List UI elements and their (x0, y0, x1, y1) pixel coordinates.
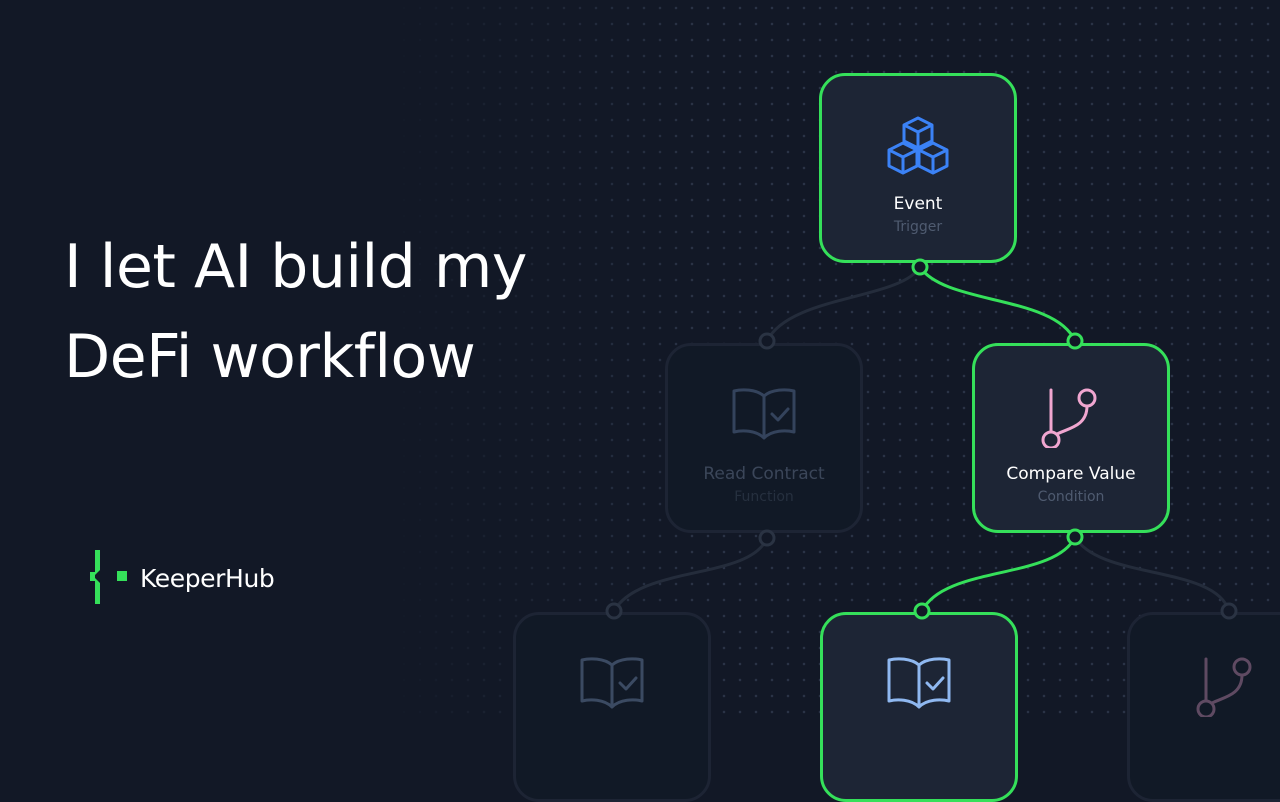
connection-handles (605, 258, 1238, 620)
wire-event-compare (918, 265, 1077, 343)
branch-icon (1130, 653, 1280, 727)
brand-name: KeeperHub (140, 563, 275, 593)
book-check-icon (516, 653, 708, 727)
node-subtitle: Function (734, 489, 794, 505)
handle-bottom-center-in[interactable] (913, 602, 931, 620)
handle-read-contract-in[interactable] (758, 332, 776, 350)
handle-compare-in[interactable] (1066, 332, 1084, 350)
node-title: Compare Value (1006, 464, 1136, 484)
wire-compare-bottom-center (920, 535, 1077, 613)
handle-event-out[interactable] (911, 258, 929, 276)
cubes-icon (822, 114, 1014, 188)
book-check-icon (823, 653, 1015, 727)
workflow-connections (612, 265, 1231, 613)
headline-line-2: DeFi workflow (64, 322, 476, 392)
node-subtitle: Trigger (893, 219, 943, 235)
node-title: Event (893, 194, 943, 214)
node-subtitle: Condition (1037, 489, 1105, 505)
handle-compare-out[interactable] (1066, 528, 1084, 546)
wire-event-read-contract (765, 265, 922, 343)
node-title: Read Contract (703, 464, 825, 484)
brand: KeeperHub (90, 548, 275, 608)
headline: I let AI build my DeFi workflow (64, 222, 527, 402)
handle-bottom-right-in[interactable] (1220, 602, 1238, 620)
keeperhub-logo-icon (90, 548, 128, 608)
branch-icon (975, 384, 1167, 458)
wire-compare-bottom-right (1073, 535, 1231, 613)
wire-read-contract-bottom-left (612, 536, 769, 613)
book-check-icon (668, 384, 860, 458)
handle-read-contract-out[interactable] (758, 529, 776, 547)
headline-line-1: I let AI build my (64, 232, 527, 302)
handle-bottom-left-in[interactable] (605, 602, 623, 620)
